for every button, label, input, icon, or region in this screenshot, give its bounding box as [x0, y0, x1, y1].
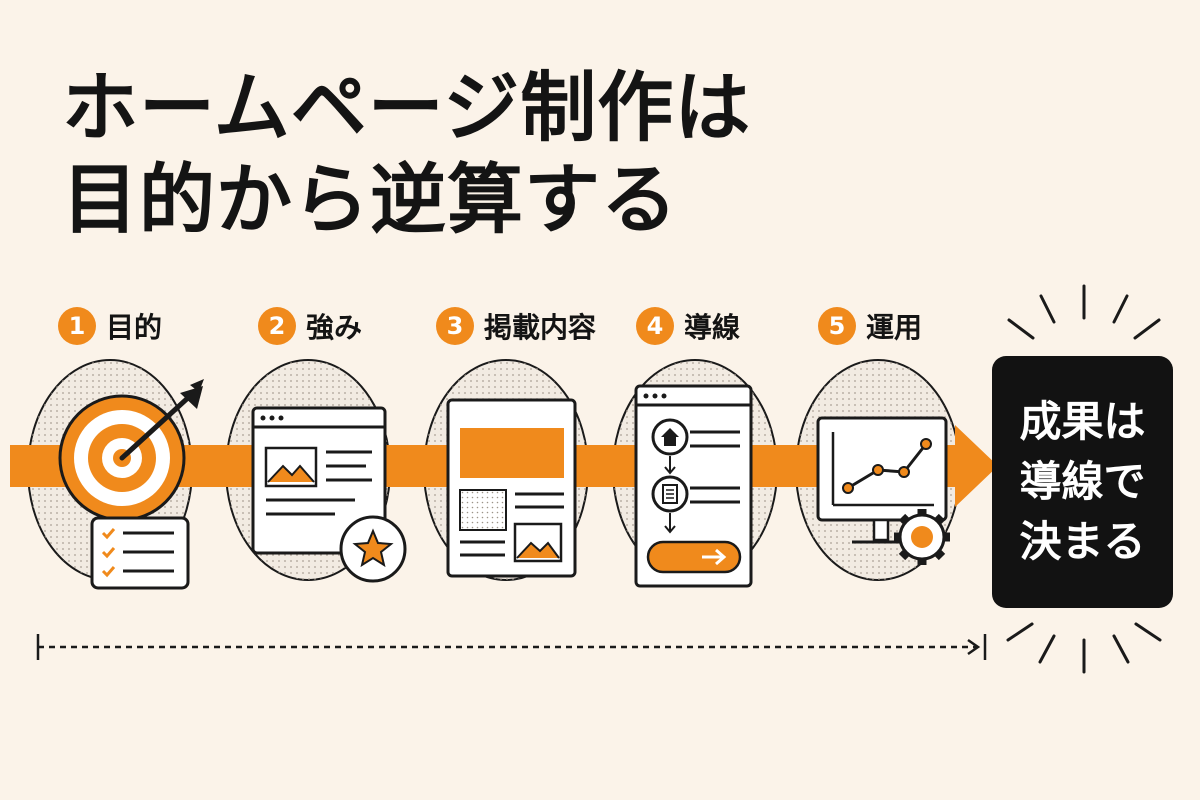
step-4-label: 4 導線 — [636, 306, 740, 346]
step-4-number: 4 — [636, 307, 674, 345]
title-line-2: 目的から逆算する — [62, 155, 678, 244]
step-1-label: 1 目的 — [58, 306, 162, 346]
result-box: 成果は 導線で 決まる — [992, 356, 1173, 608]
monitor-chart-icon — [816, 416, 948, 544]
step-5-number: 5 — [818, 307, 856, 345]
home-icon — [661, 428, 679, 446]
browser-window-icon — [251, 406, 387, 555]
arrow-right-icon — [702, 548, 727, 566]
step-3-text: 掲載内容 — [484, 311, 597, 344]
page-title: ホームページ制作は 目的から逆算する — [62, 62, 751, 246]
navigation-flow-icon — [634, 384, 753, 588]
result-line-2: 導線で — [1019, 457, 1146, 506]
step-3-label: 3 掲載内容 — [436, 306, 596, 346]
target-icon — [58, 379, 204, 522]
step-2-label: 2 強み — [258, 306, 362, 346]
star-badge-icon — [339, 515, 407, 583]
title-line-1: ホームページ制作は — [62, 63, 752, 152]
checklist-icon — [90, 516, 190, 590]
gear-icon — [894, 509, 950, 565]
step-4-text: 導線 — [684, 311, 741, 344]
timeline-dashed-line — [36, 634, 987, 660]
page-layout-icon — [446, 398, 577, 578]
step-5-label: 5 運用 — [818, 306, 922, 346]
step-3-number: 3 — [436, 307, 474, 345]
burst-lines-bottom — [1006, 622, 1162, 674]
step-1-number: 1 — [58, 307, 96, 345]
step-5-text: 運用 — [866, 311, 923, 344]
step-1-text: 目的 — [106, 311, 163, 344]
burst-lines-top — [1007, 284, 1161, 340]
result-line-1: 成果は — [1019, 397, 1146, 446]
step-2-number: 2 — [258, 307, 296, 345]
result-line-3: 決まる — [1019, 517, 1146, 566]
step-2-text: 強み — [306, 311, 363, 344]
